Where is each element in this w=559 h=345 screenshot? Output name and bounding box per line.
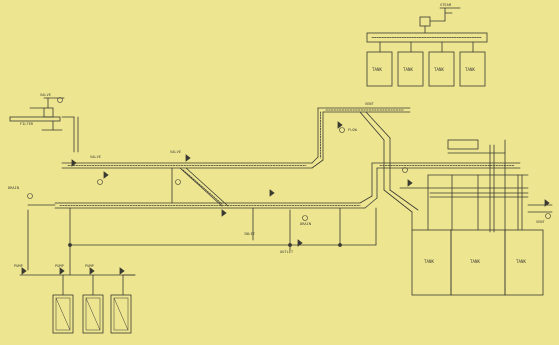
lower-branch-lines <box>19 167 377 296</box>
bottom-tank-1-label: TANK <box>424 259 435 264</box>
main-pipe-run <box>54 107 521 213</box>
valves <box>21 121 550 275</box>
top-tank-4-label: TANK <box>465 67 476 72</box>
top-tank-3-label: TANK <box>434 67 445 72</box>
valve-symbol <box>71 159 77 167</box>
valve-symbol <box>21 267 27 275</box>
instrument-bubbles <box>27 97 551 221</box>
valve-symbol <box>544 199 550 207</box>
diagram-label: VALVE <box>170 150 182 154</box>
top-tank-1 <box>366 51 393 87</box>
diagram-label: PUMP <box>55 264 64 268</box>
diagram-label: OUTLET <box>280 250 294 254</box>
bottom-tank-3 <box>504 229 544 296</box>
top-tank-4 <box>459 51 486 87</box>
diagram-label: FILTER <box>20 122 34 126</box>
left-vessel-2 <box>82 294 104 334</box>
filter-housing <box>43 107 54 118</box>
valve-symbol <box>337 121 343 129</box>
top-tank-1-label: TANK <box>372 67 383 72</box>
valve-symbol <box>297 239 303 247</box>
diagram-label: FLOW <box>348 128 357 132</box>
top-left-assembly <box>9 97 79 153</box>
top-tank-3 <box>428 51 455 87</box>
diagram-label: DRAIN <box>300 222 312 226</box>
valve-symbol <box>185 154 191 162</box>
top-left-pipe-stub <box>9 116 61 122</box>
left-vessel-group <box>52 294 132 334</box>
diagram-label: VENT <box>536 220 545 224</box>
left-vessel-3 <box>110 294 132 334</box>
diagram-label: INLET <box>244 232 256 236</box>
valve-symbol <box>103 171 109 179</box>
valve-symbol <box>407 179 413 187</box>
diagram-label: VENT <box>365 102 374 106</box>
diagram-label: VALVE <box>40 93 52 97</box>
top-header-pipe <box>366 32 488 43</box>
junction-dot <box>68 243 72 247</box>
valve-symbol <box>221 209 227 217</box>
feed-hopper <box>419 16 431 27</box>
top-tank-2 <box>397 51 424 87</box>
diagram-label: DRAIN <box>8 186 20 190</box>
bottom-tank-group <box>411 229 544 296</box>
valve-symbol <box>89 267 95 275</box>
junction-dot <box>338 243 342 247</box>
junction-dot <box>288 243 292 247</box>
valve-symbol <box>59 267 65 275</box>
top-tank-group <box>366 51 486 87</box>
left-vessel-1 <box>52 294 74 334</box>
bottom-tank-3-label: TANK <box>516 259 527 264</box>
diagram-label: STEAM <box>440 3 452 7</box>
bottom-tank-2-label: TANK <box>470 259 481 264</box>
top-right-manifold <box>366 7 488 53</box>
right-manifold <box>399 139 553 233</box>
right-valve-block <box>447 139 479 150</box>
valve-symbol <box>269 189 275 197</box>
diagram-label: VALVE <box>90 155 102 159</box>
top-tank-2-label: TANK <box>403 67 414 72</box>
diagram-label: PUMP <box>14 264 23 268</box>
valve-symbol <box>119 267 125 275</box>
diagram-label: PUMP <box>85 264 94 268</box>
